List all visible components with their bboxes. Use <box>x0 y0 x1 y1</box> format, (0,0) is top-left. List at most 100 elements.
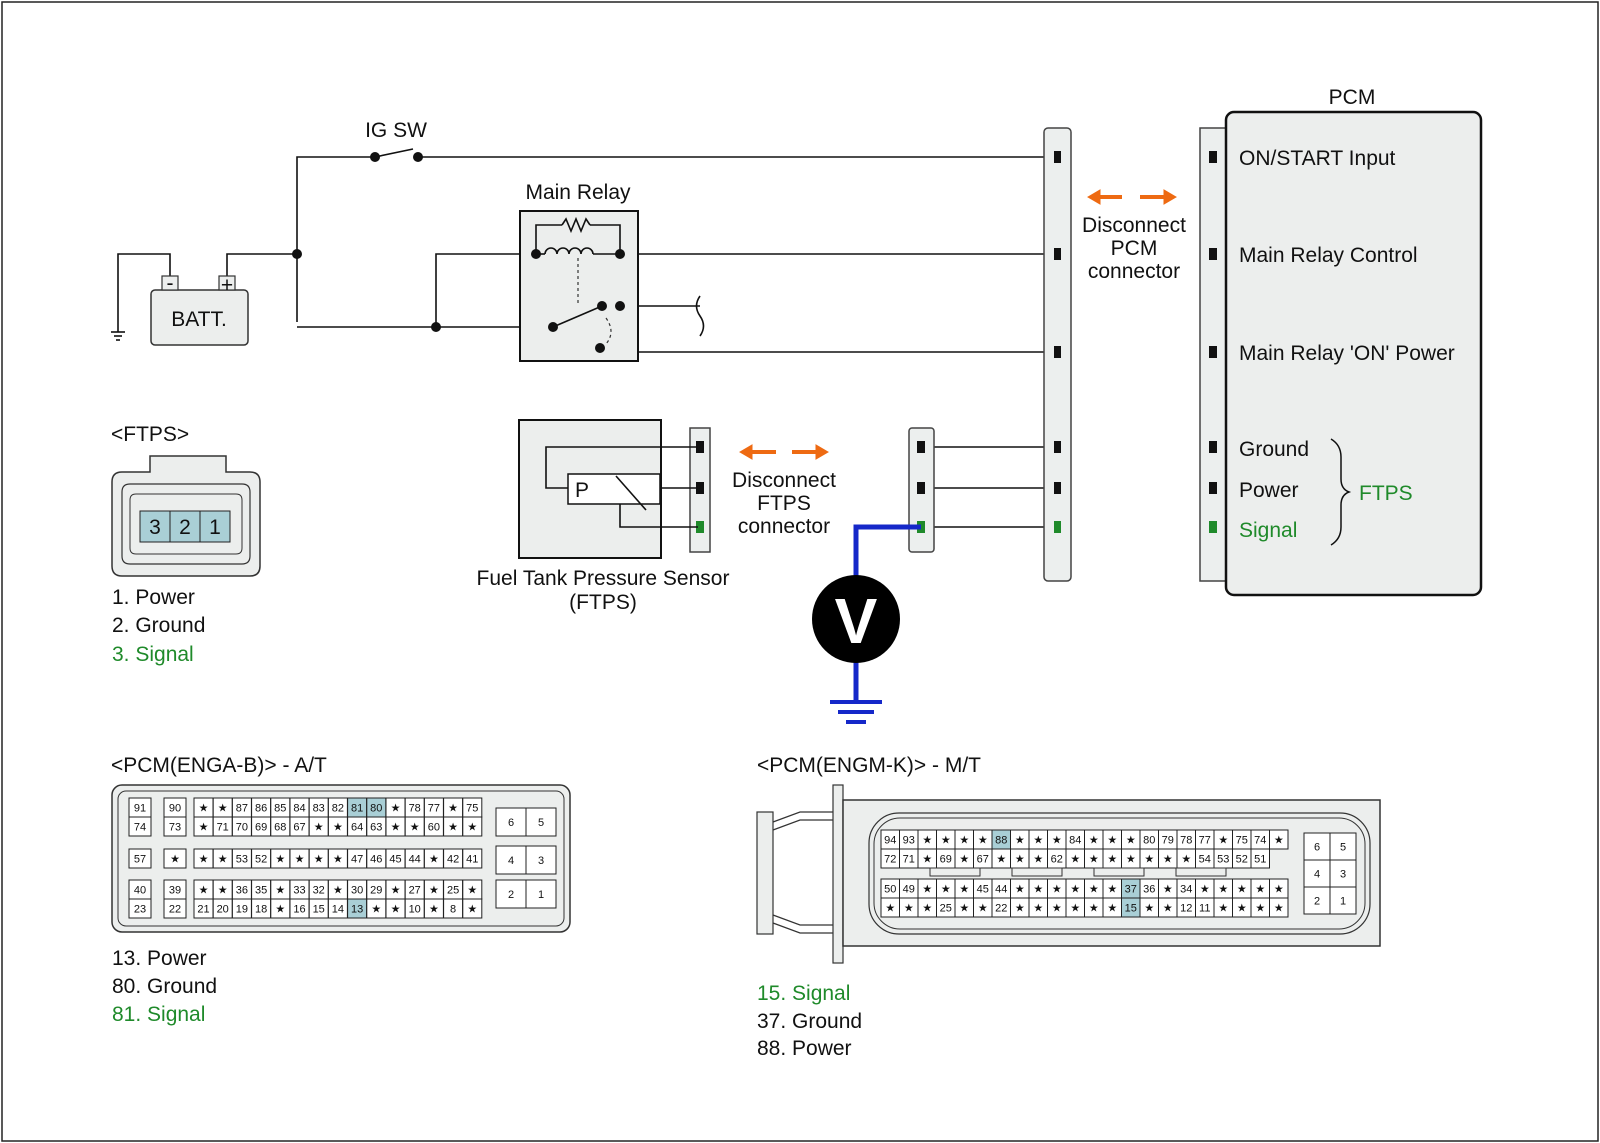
battery-plus: + <box>221 274 233 297</box>
engmk-pin-label: 84 <box>1069 835 1081 847</box>
pcm-terminal-main-relay-on-power: Main Relay 'ON' Power <box>1239 342 1455 365</box>
engab-pin-cell <box>495 845 527 875</box>
engab-pin-label: 35 <box>255 885 267 897</box>
engmk-pin-label: ★ <box>1144 903 1154 915</box>
engab-pin-label: 81 <box>351 803 363 815</box>
engmk-pin-label: 25 <box>940 903 952 915</box>
engmk-pin-label: ★ <box>1107 903 1117 915</box>
engmk-pin-label: 67 <box>977 854 989 866</box>
engab-pin-label: 3 <box>538 855 544 867</box>
pcm-terminal-main-relay-control: Main Relay Control <box>1239 244 1418 267</box>
engab-pin-label: 18 <box>255 904 267 916</box>
engmk-pin-label: ★ <box>1274 835 1284 847</box>
pcm-terminal-signal: Signal <box>1239 519 1297 542</box>
engab-pin-label: 46 <box>370 854 382 866</box>
engab-pin-label: ★ <box>429 854 439 866</box>
engab-pin-label: 83 <box>313 803 325 815</box>
ftps-legend-1: 1. Power <box>112 586 195 609</box>
engmk-pin-label: ★ <box>1274 884 1284 896</box>
ftps-pin-1: 1 <box>209 516 221 539</box>
engmk-pin-label: 69 <box>940 854 952 866</box>
engab-pin-label: 20 <box>217 904 229 916</box>
engab-pin-cell <box>163 898 187 919</box>
engab-pin-label: 68 <box>274 822 286 834</box>
engmk-pin-label: ★ <box>1237 903 1247 915</box>
engmk-pin-label: ★ <box>1107 835 1117 847</box>
engab-pin-label: 73 <box>169 822 181 834</box>
engmk-pin-label: ★ <box>1015 854 1025 866</box>
engmk-pin-label: ★ <box>1089 835 1099 847</box>
engmk-pin-label: ★ <box>941 884 951 896</box>
engmk-pin-label: 71 <box>903 854 915 866</box>
engab-pin-label: ★ <box>467 885 477 897</box>
engmk-pin-label: ★ <box>1218 884 1228 896</box>
engmk-pin-label: 37 <box>1125 884 1137 896</box>
engmk-pin-cell <box>1303 859 1331 888</box>
engmk-pin-cell <box>1329 886 1357 915</box>
sensor-abbr: (FTPS) <box>569 591 637 614</box>
engab-pin-label: 91 <box>134 803 146 815</box>
battery: - + BATT. <box>150 272 249 346</box>
engmk-pin-label: ★ <box>1237 884 1247 896</box>
engmk-pin-label: ★ <box>1070 903 1080 915</box>
engmk-pin-label: ★ <box>1163 854 1173 866</box>
engab-pin-label: ★ <box>314 822 324 834</box>
engab-pin-label: ★ <box>314 854 324 866</box>
engmk-pin-label: ★ <box>1255 903 1265 915</box>
engmk-pin-label: ★ <box>1015 884 1025 896</box>
engab-pin-label: 1 <box>538 889 544 901</box>
engmk-pin-label: ★ <box>1255 884 1265 896</box>
engab-pin-label: 82 <box>332 803 344 815</box>
engmk-pin-label: 51 <box>1254 854 1266 866</box>
engab-pin-label: 29 <box>370 885 382 897</box>
disconnect-ftps-line1: Disconnect <box>732 469 836 492</box>
engab-pin-label: ★ <box>391 803 401 815</box>
engmk-pin-label: 2 <box>1314 896 1320 908</box>
engmk-pin-label: ★ <box>1126 835 1136 847</box>
engab-pin-label: 57 <box>134 854 146 866</box>
engab-pin-label: 15 <box>313 904 325 916</box>
pcm-terminal-on-start: ON/START Input <box>1239 147 1396 170</box>
pcm-ftps-group-label: FTPS <box>1359 482 1413 505</box>
engab-pin-label: 22 <box>169 904 181 916</box>
engab-pin-label: ★ <box>218 854 228 866</box>
engab-pin-label: 87 <box>236 803 248 815</box>
engab-legend-2: 80. Ground <box>112 975 217 998</box>
engmk-pin-label: ★ <box>1107 884 1117 896</box>
ftps-legend-3: 3. Signal <box>112 643 194 666</box>
engab-pin-label: ★ <box>467 904 477 916</box>
disconnect-pcm-arrows <box>1087 189 1177 205</box>
engab-pin-label: 36 <box>236 885 248 897</box>
engab-pin-label: ★ <box>275 904 285 916</box>
engmk-pin-label: 15 <box>1125 903 1137 915</box>
engab-pin-label: 27 <box>409 885 421 897</box>
engmk-pin-label: 79 <box>1162 835 1174 847</box>
engab-pin-cell <box>462 816 483 837</box>
engab-pin-label: 30 <box>351 885 363 897</box>
engab-pin-label: 39 <box>169 885 181 897</box>
disconnect-ftps-line2: FTPS <box>757 492 811 515</box>
main-relay: Main Relay <box>519 181 639 362</box>
engmk-pin-label: ★ <box>1218 835 1228 847</box>
engab-pin-label: 64 <box>351 822 363 834</box>
engab-pin-label: ★ <box>333 822 343 834</box>
engab-pin-label: ★ <box>218 885 228 897</box>
engmk-pin-label: 88 <box>995 835 1007 847</box>
engab-pin-label: 53 <box>236 854 248 866</box>
battery-minus: - <box>167 272 174 295</box>
engab-pin-label: 14 <box>332 904 344 916</box>
engab-pin-label: 21 <box>197 904 209 916</box>
engab-pin-label: 69 <box>255 822 267 834</box>
engmk-pin-label: 45 <box>977 884 989 896</box>
engmk-pin-label: 74 <box>1254 835 1266 847</box>
disconnect-pcm-line1: Disconnect <box>1082 214 1186 237</box>
engab-pin-label: 84 <box>293 803 305 815</box>
ig-sw-label: IG SW <box>365 119 427 142</box>
engmk-pin-label: 72 <box>884 854 896 866</box>
engmk-pin-label: 22 <box>995 903 1007 915</box>
engmk-pin-label: ★ <box>1052 903 1062 915</box>
engmk-pin-label: ★ <box>1033 903 1043 915</box>
engab-pin-label: ★ <box>199 822 209 834</box>
engab-pin-label: ★ <box>218 803 228 815</box>
engmk-pin-label: ★ <box>922 854 932 866</box>
